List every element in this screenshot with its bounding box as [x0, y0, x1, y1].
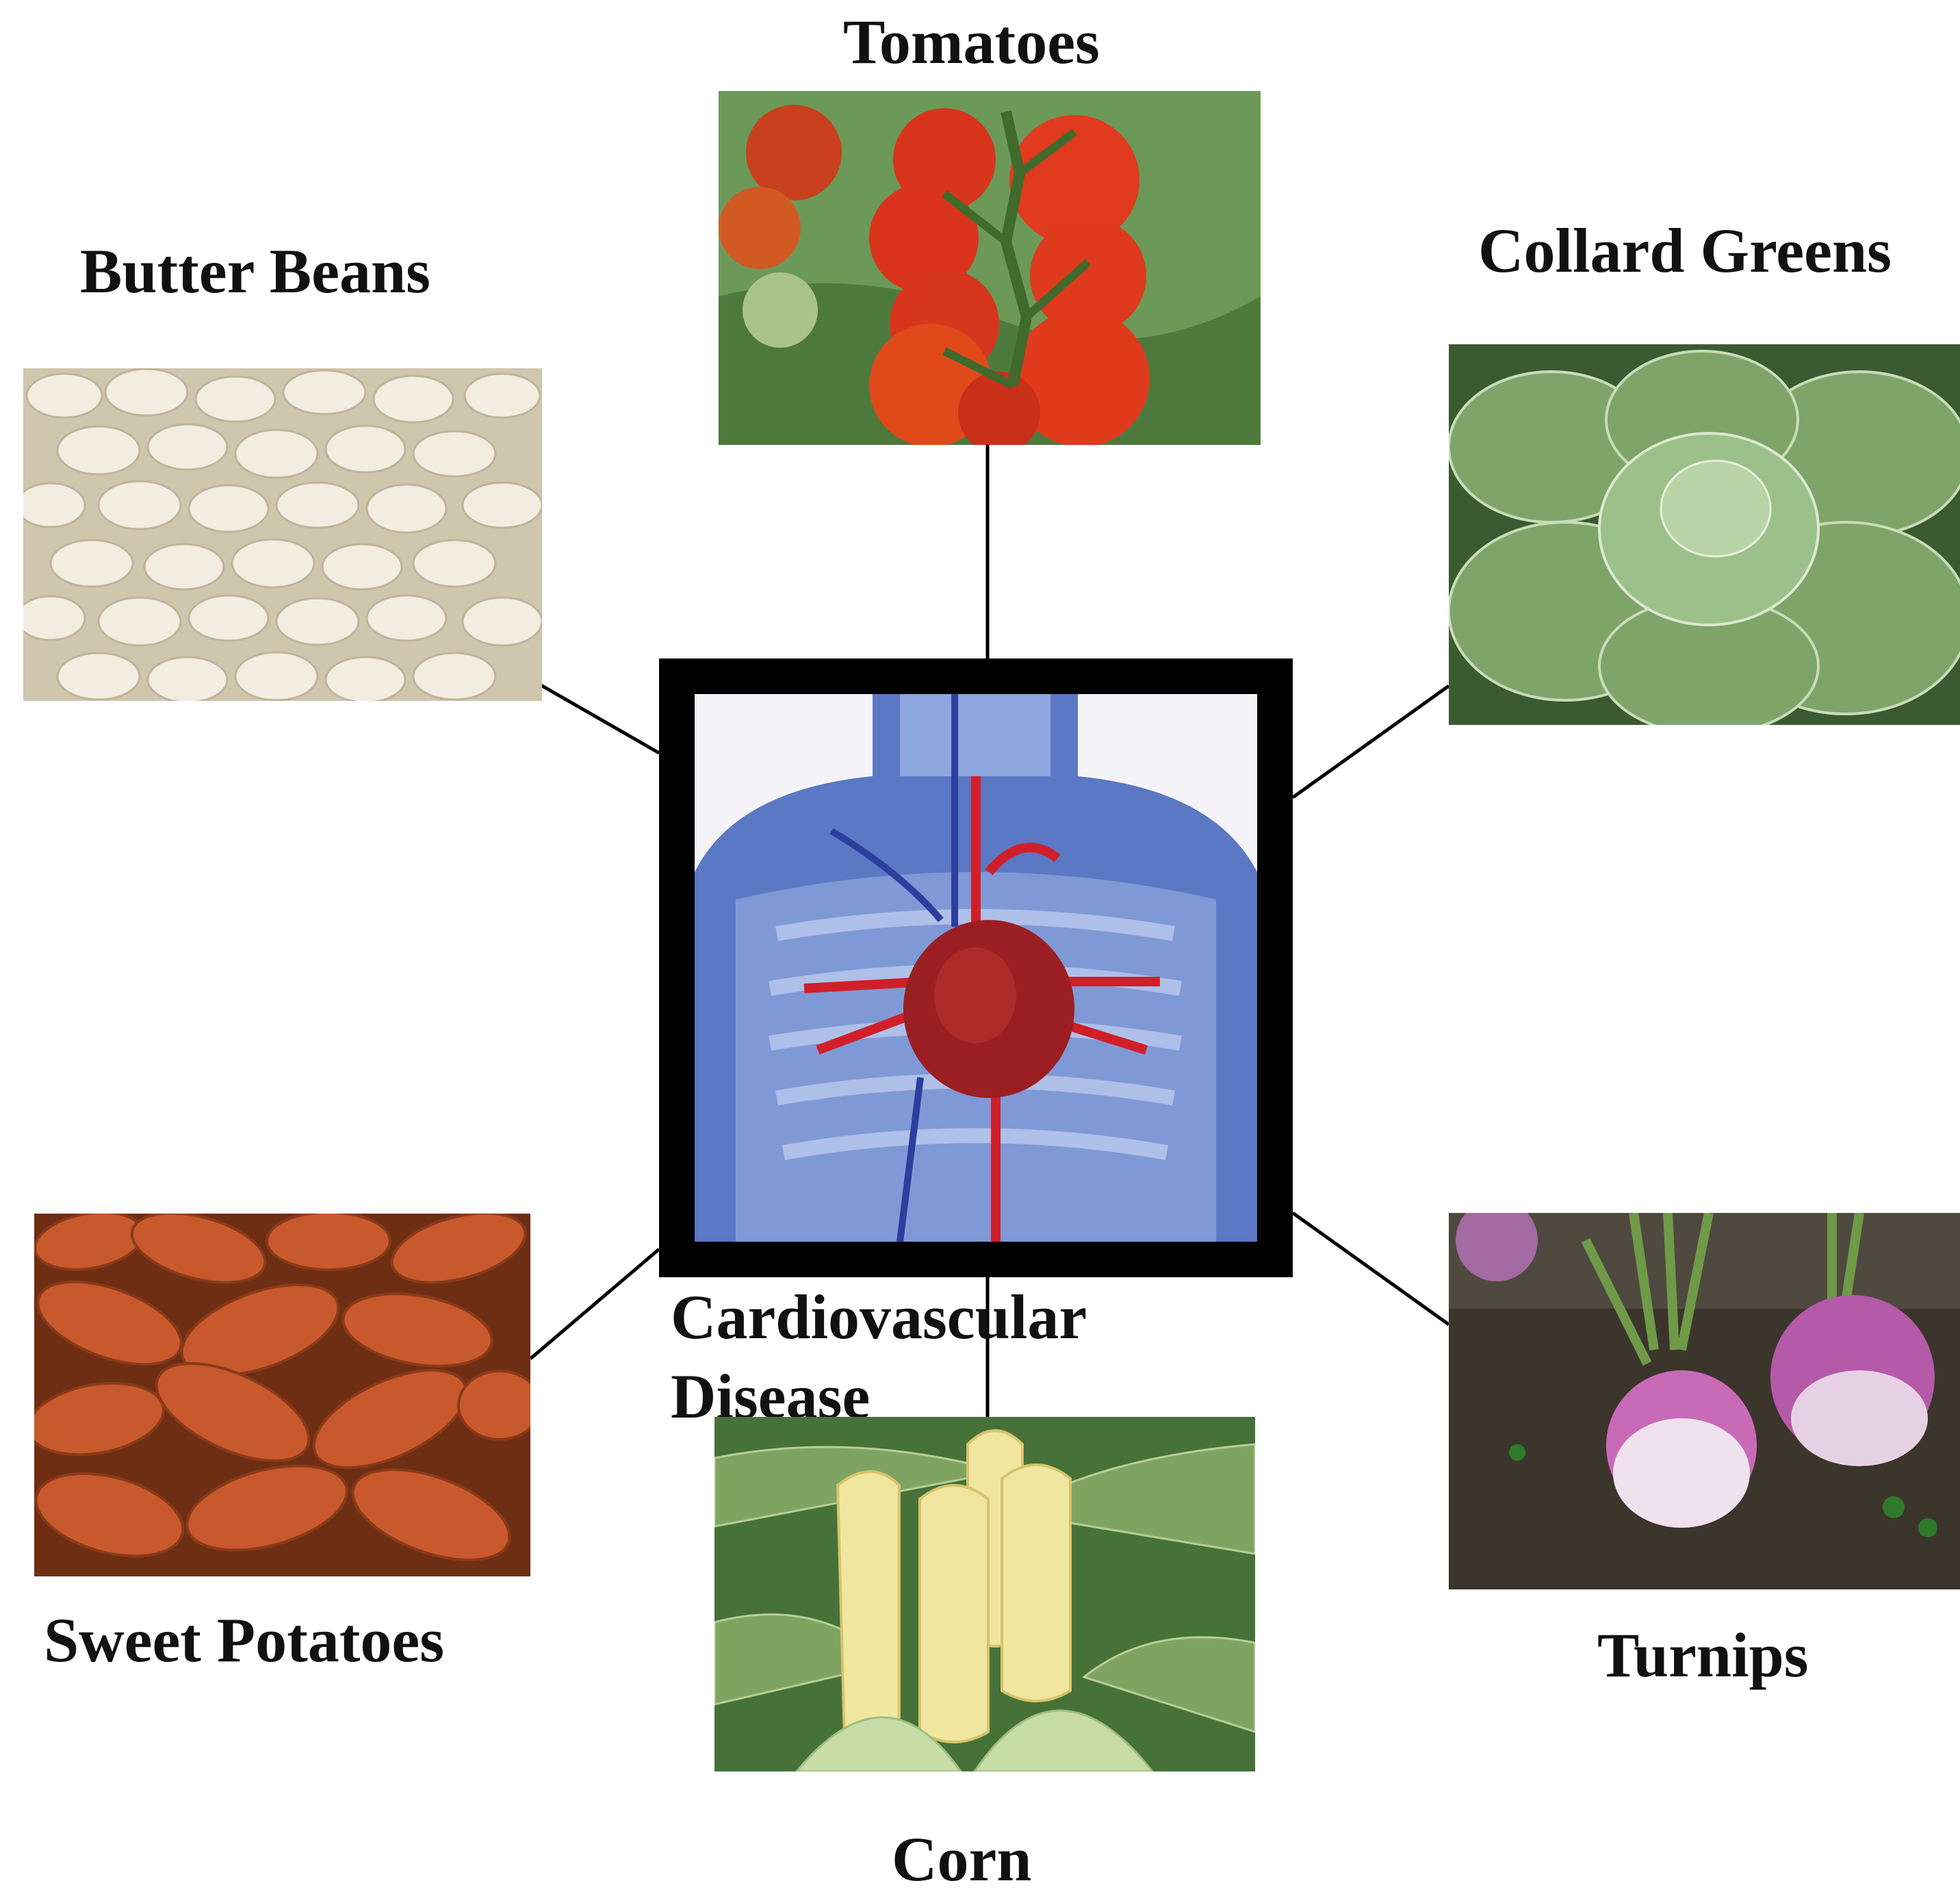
center-label-line1: Cardiovascular: [671, 1285, 1087, 1348]
connector-turnips: [1293, 1213, 1449, 1324]
turnips-photo: [1449, 1213, 1960, 1589]
butter-beans-label: Butter Beans: [80, 240, 430, 303]
sweet-potatoes-label: Sweet Potatoes: [44, 1609, 444, 1672]
corn-label: Corn: [892, 1828, 1031, 1891]
connector-collard-greens: [1293, 686, 1449, 797]
chest-circulatory-illustration: [695, 694, 1257, 1242]
turnips-label: Turnips: [1597, 1624, 1809, 1687]
collard-greens-label: Collard Greens: [1478, 219, 1892, 282]
tomatoes-photo: [719, 91, 1261, 445]
connector-sweet-potatoes: [530, 1249, 659, 1359]
connector-butter-beans: [534, 681, 659, 753]
corn-photo: [714, 1417, 1255, 1771]
tomatoes-label: Tomatoes: [843, 10, 1100, 73]
sweet-potatoes-photo: [34, 1214, 530, 1576]
center-image-frame: [659, 658, 1293, 1277]
collard-greens-photo: [1449, 344, 1960, 725]
butter-beans-photo: [23, 368, 542, 701]
